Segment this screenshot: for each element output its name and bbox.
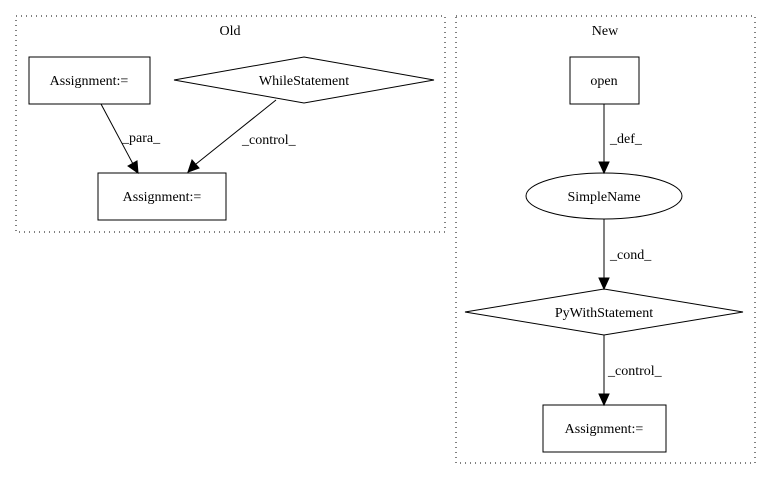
node-new-simple-name[interactable]: SimpleName xyxy=(525,172,683,220)
node-new-py-with-statement-label: PyWithStatement xyxy=(555,306,653,321)
node-new-simple-name-label: SimpleName xyxy=(567,190,640,205)
cluster-new: New xyxy=(455,15,756,464)
node-new-open[interactable]: open xyxy=(569,56,640,105)
edge-control-old-label: _control_ xyxy=(241,133,297,148)
node-old-while-statement-label: WhileStatement xyxy=(259,74,349,89)
node-old-assignment-bottom[interactable]: Assignment:= xyxy=(97,172,227,221)
edge-cond-label: _cond_ xyxy=(609,248,652,263)
edge-cond: _cond_ xyxy=(598,219,652,291)
node-old-assignment-bottom-label: Assignment:= xyxy=(123,190,202,205)
node-old-assignment-top[interactable]: Assignment:= xyxy=(28,56,151,105)
edge-control-new: _control_ xyxy=(598,335,663,407)
edge-para: _para_ xyxy=(100,103,161,175)
edge-control-old: _control_ xyxy=(187,99,297,173)
edge-def: _def_ xyxy=(598,104,643,175)
node-new-assignment[interactable]: Assignment:= xyxy=(542,404,667,453)
edge-def-label: _def_ xyxy=(609,132,643,147)
node-new-py-with-statement[interactable]: PyWithStatement xyxy=(464,288,744,336)
cluster-new-label: New xyxy=(592,24,619,39)
node-new-assignment-label: Assignment:= xyxy=(565,422,644,437)
node-new-open-label: open xyxy=(590,74,617,89)
cluster-old-label: Old xyxy=(220,24,241,39)
node-old-while-statement[interactable]: WhileStatement xyxy=(173,56,435,104)
edge-control-new-label: _control_ xyxy=(607,364,663,379)
cluster-old: Old xyxy=(15,15,446,233)
node-old-assignment-top-label: Assignment:= xyxy=(50,74,129,89)
edge-para-label: _para_ xyxy=(121,131,161,146)
